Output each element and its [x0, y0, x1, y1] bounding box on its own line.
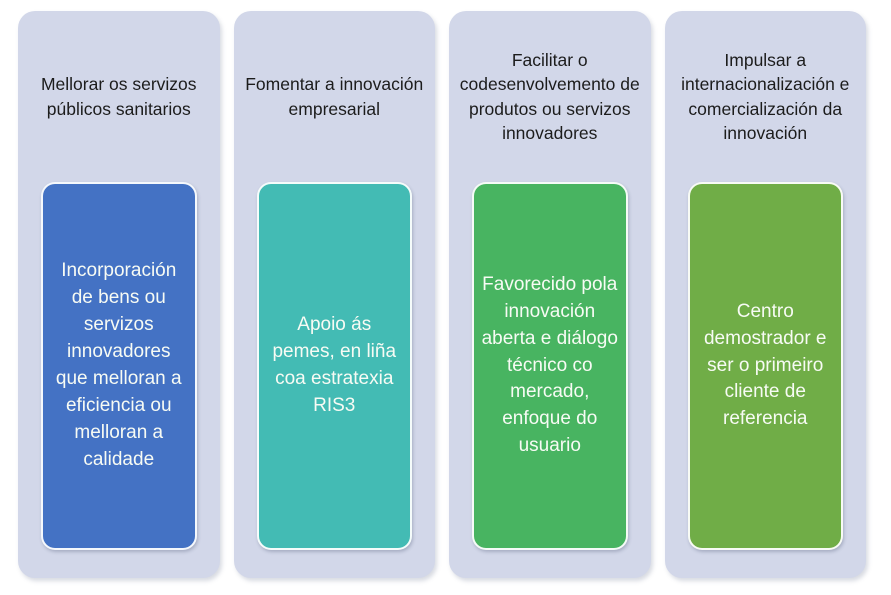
pillar-header-text: Mellorar os servizos públicos sanitarios: [40, 74, 197, 119]
pillar-innovacion-empresarial: Fomentar a innovación empresarial Apoio …: [233, 11, 435, 578]
pillar-internacionalizacion: Impulsar a internacionalización e comerc…: [664, 11, 866, 578]
pillar-body-text: Apoio ás pemes, en liña coa estratexia R…: [272, 314, 397, 416]
pillar-codesenvolvemento: Facilitar o codesenvolvemento de produto…: [449, 11, 651, 578]
pillar-header-text: Fomentar a innovación empresarial: [245, 74, 424, 119]
pillar-body-text: Centro demostrador e ser o primeiro clie…: [703, 300, 827, 430]
pillar-header-text: Impulsar a internacionalización e comerc…: [681, 49, 850, 144]
pillar-body-box: Favorecido pola innovación aberta e diál…: [472, 182, 628, 550]
pillar-servizos-sanitarios: Mellorar os servizos públicos sanitarios…: [18, 11, 220, 578]
pillar-body-box: Incorporación de bens ou servizos innova…: [41, 182, 197, 550]
pillar-body-text: Incorporación de bens ou servizos innova…: [55, 260, 182, 470]
pillar-body-text: Favorecido pola innovación aberta e diál…: [481, 273, 618, 457]
pillar-header-text: Facilitar o codesenvolvemento de produto…: [459, 49, 640, 144]
pillar-body-box: Centro demostrador e ser o primeiro clie…: [687, 182, 843, 550]
pillar-body-box: Apoio ás pemes, en liña coa estratexia R…: [256, 182, 412, 550]
